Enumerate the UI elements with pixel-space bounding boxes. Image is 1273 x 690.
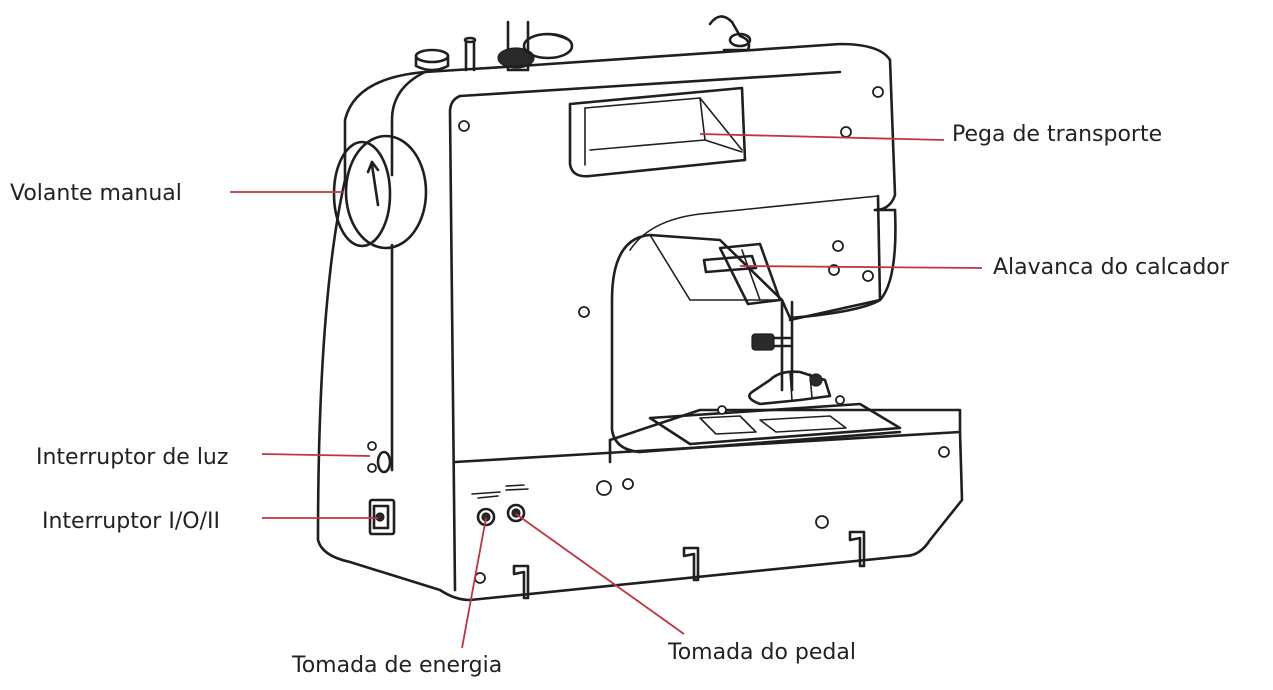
- label-power-socket: Tomada de energia: [292, 653, 503, 678]
- leader-light-switch: [261, 453, 371, 457]
- screw-holes: [458, 86, 950, 584]
- power-switch-graphic: [368, 498, 396, 536]
- leader-carrying-handle: [699, 133, 945, 141]
- top-accessories: [414, 15, 752, 72]
- machine-body: [316, 42, 964, 602]
- label-presser-foot-lever: Alavanca do calcador: [993, 255, 1229, 280]
- leader-presser-foot-lever: [739, 265, 983, 269]
- handwheel: [332, 134, 428, 250]
- leader-power-socket: [461, 517, 487, 649]
- leader-lines: [230, 133, 983, 649]
- light-switch-graphic: [367, 441, 392, 474]
- leader-pedal-socket: [515, 513, 685, 635]
- base-feet: [512, 530, 866, 600]
- label-power-switch: Interruptor I/O/II: [42, 509, 220, 534]
- label-handwheel: Volante manual: [10, 181, 182, 206]
- label-pedal-socket: Tomada do pedal: [668, 640, 856, 665]
- arm-opening: [610, 194, 902, 454]
- needle-assembly: [648, 242, 902, 446]
- label-light-switch: Interruptor de luz: [36, 445, 229, 470]
- sockets: [471, 484, 529, 527]
- carrying-handle: [568, 86, 747, 178]
- label-carrying-handle: Pega de transporte: [952, 122, 1163, 147]
